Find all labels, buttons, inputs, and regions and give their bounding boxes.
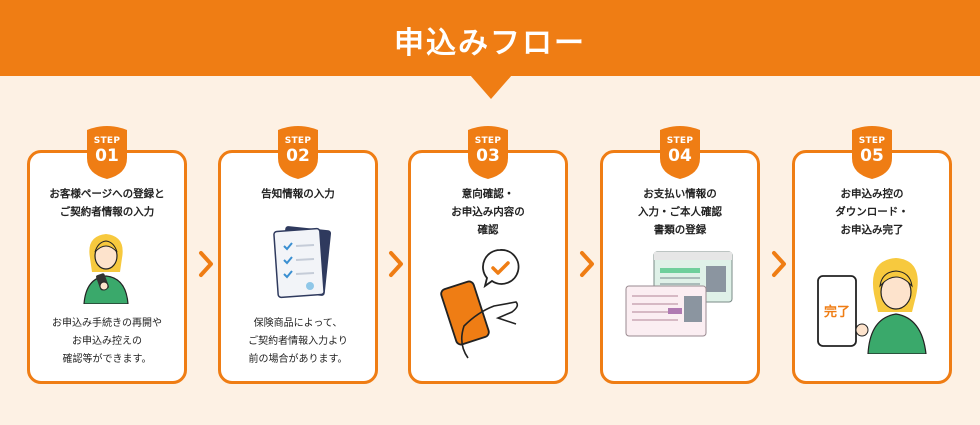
badge-step-number: 02 xyxy=(286,146,310,166)
step-badge-02: STEP 02 xyxy=(273,124,323,180)
badge-step-label: STEP xyxy=(284,136,312,146)
step-badge-03: STEP 03 xyxy=(463,124,513,180)
header-pointer xyxy=(470,75,512,99)
hand-phone-check-icon xyxy=(440,249,520,359)
badge-step-number: 04 xyxy=(668,146,692,166)
step-description: 保険商品によって、 ご契約者情報入力より 前の場合があります。 xyxy=(248,318,348,365)
woman-complete-icon xyxy=(817,258,927,354)
id-cards-icon xyxy=(625,251,733,337)
step-title: お支払い情報の 入力・ご本人確認 書類の登録 xyxy=(638,188,722,236)
chevron-right-icon xyxy=(580,251,594,277)
step-title: 告知情報の入力 xyxy=(261,188,335,200)
step-badge-01: STEP 01 xyxy=(82,124,132,180)
badge-step-number: 03 xyxy=(476,146,500,166)
chevron-right-icon xyxy=(389,251,403,277)
step-card-04: お支払い情報の 入力・ご本人確認 書類の登録 xyxy=(600,150,760,384)
badge-step-label: STEP xyxy=(93,136,121,146)
step-title: お客様ページへの登録と ご契約者情報の入力 xyxy=(49,188,165,218)
woman-smartphone-icon xyxy=(83,234,129,304)
badge-step-number: 05 xyxy=(860,146,884,166)
step-description: お申込み手続きの再開や お申込み控えの 確認等ができます。 xyxy=(52,318,162,365)
complete-label: 完了 xyxy=(823,305,850,320)
page-title: 申込みフロー xyxy=(394,26,586,61)
chevron-right-icon xyxy=(199,251,213,277)
step-badge-05: STEP 05 xyxy=(847,124,897,180)
checklist-documents-icon xyxy=(273,226,332,299)
badge-step-label: STEP xyxy=(666,136,694,146)
step-title: お申込み控の ダウンロード・ お申込み完了 xyxy=(835,188,909,236)
page-header xyxy=(0,0,980,76)
badge-step-number: 01 xyxy=(95,146,119,166)
chevron-right-icon xyxy=(772,251,786,277)
step-title: 意向確認・ お申込み内容の 確認 xyxy=(451,188,525,236)
badge-step-label: STEP xyxy=(858,136,886,146)
step-badge-04: STEP 04 xyxy=(655,124,705,180)
badge-step-label: STEP xyxy=(474,136,502,146)
